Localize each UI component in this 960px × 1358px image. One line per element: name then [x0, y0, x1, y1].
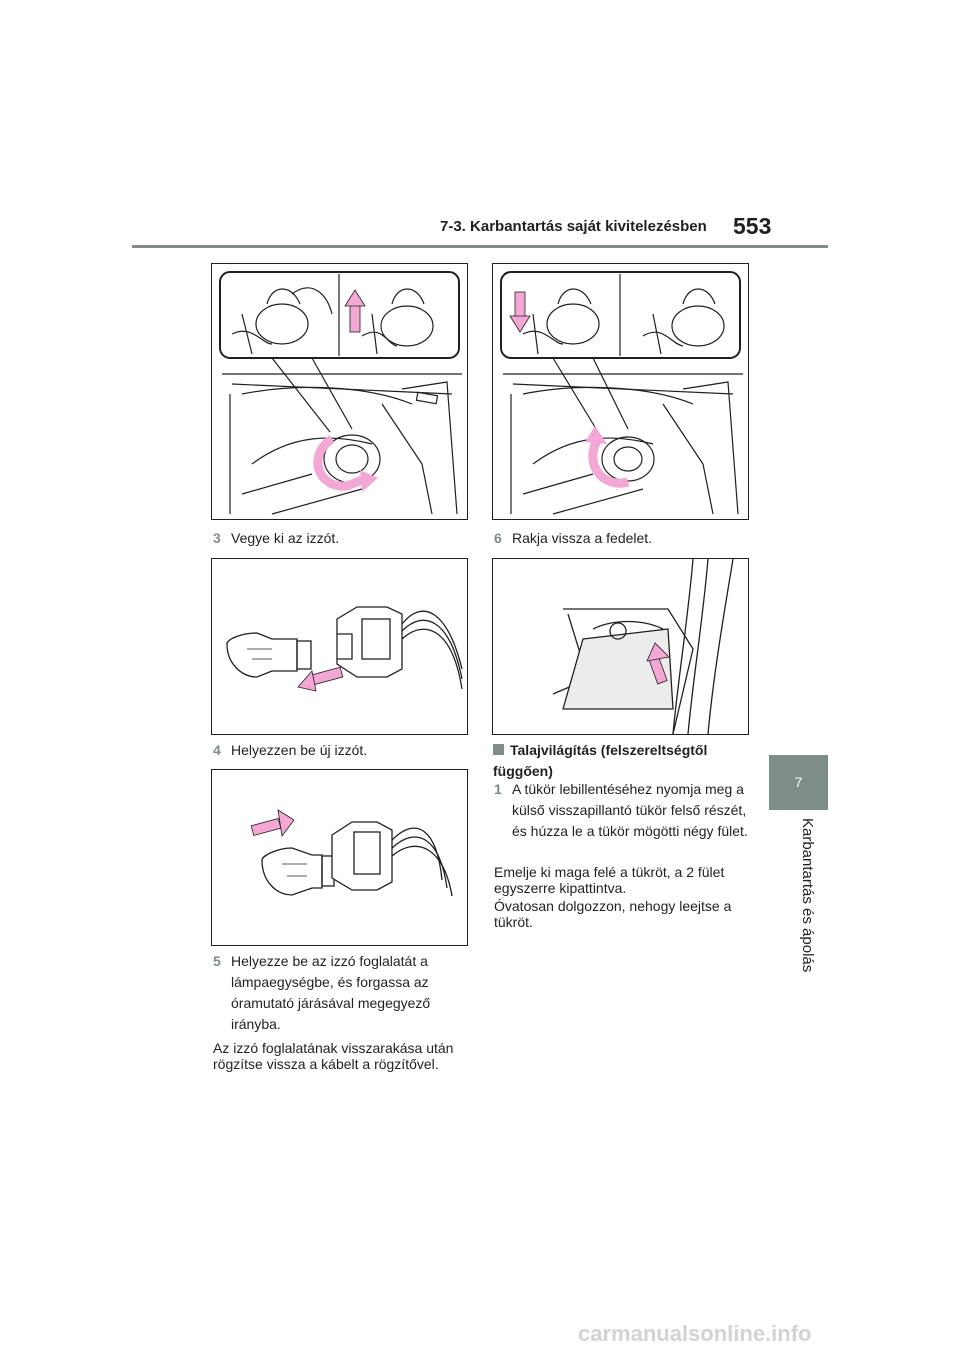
step-text: Helyezzen be új izzót. — [231, 742, 368, 758]
chapter-title: Karbantartás és ápolás — [799, 818, 816, 973]
header-rule — [132, 245, 828, 248]
step-5: 5 Helyezze be az izzó foglalatát a lámpa… — [213, 951, 465, 1035]
paragraph-lift-mirror: Emelje ki maga felé a tükröt, a 2 fület … — [494, 864, 725, 896]
paragraph-cable-note: Az izzó foglalatának visszarakása után r… — [213, 1040, 454, 1072]
heading-text: Talajvilágítás (felszereltségtől függően… — [493, 742, 708, 779]
step-number: 4 — [213, 742, 221, 758]
step-number: 6 — [494, 530, 502, 546]
step-number: 3 — [213, 530, 221, 546]
step-1: 1 A tükör lebillentéséhez nyomja meg a k… — [494, 779, 748, 842]
step-text: A tükör lebillentéséhez nyomja meg a kül… — [512, 781, 748, 839]
figure-remove-socket — [211, 263, 468, 520]
step-text: Vegye ki az izzót. — [231, 530, 340, 546]
section-heading: Talajvilágítás (felszereltségtől függően… — [493, 740, 747, 782]
heading-bullet — [493, 744, 504, 755]
figure-remove-bulb — [211, 558, 468, 735]
figure-insert-bulb — [211, 769, 468, 946]
step-text: Helyezze be az izzó foglalatát a lámpaeg… — [231, 953, 431, 1032]
figure-replace-cover — [492, 558, 749, 735]
paragraph-careful: Óvatosan dolgozzon, nehogy leejtse a tük… — [494, 898, 732, 930]
step-text: Rakja vissza a fedelet. — [512, 530, 653, 546]
chapter-tab: 7 — [769, 755, 828, 810]
step-6: 6 Rakja vissza a fedelet. — [494, 528, 746, 549]
watermark: carmanualsonline.info — [578, 1321, 812, 1346]
step-4: 4 Helyezzen be új izzót. — [213, 740, 465, 761]
step-number: 5 — [213, 953, 221, 969]
page-number: 553 — [733, 213, 772, 239]
step-3: 3 Vegye ki az izzót. — [213, 528, 465, 549]
figure-disconnect-connector — [492, 263, 749, 520]
step-number: 1 — [494, 781, 502, 797]
section-title: 7-3. Karbantartás saját kivitelezésben — [440, 218, 707, 235]
